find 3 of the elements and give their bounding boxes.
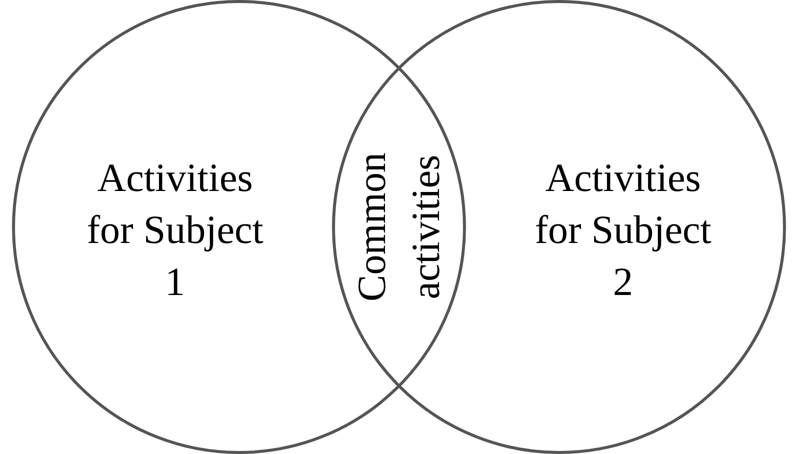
circle-label: Activities for Subject 2 (534, 154, 712, 306)
circle-label: Activities for Subject 1 (86, 154, 264, 306)
overlap-label: Common activities (348, 152, 449, 304)
